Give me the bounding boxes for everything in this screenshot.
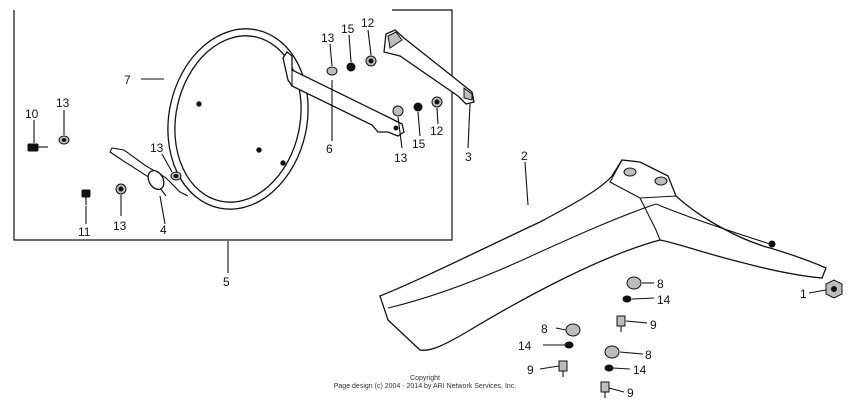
nut-13-clip bbox=[170, 171, 182, 181]
bolt-9-upper bbox=[616, 315, 626, 332]
washer-13-left bbox=[58, 135, 70, 145]
leader-lines bbox=[33, 29, 827, 393]
washer-14-lower bbox=[604, 364, 614, 372]
washer-14-upper bbox=[622, 295, 632, 303]
grommet-8-upper bbox=[626, 276, 642, 290]
grommet-8-middle bbox=[565, 323, 581, 337]
bolt-9-middle bbox=[558, 360, 568, 377]
callout-8-lower: 8 bbox=[645, 348, 652, 362]
callout-9-lower: 9 bbox=[627, 386, 634, 400]
bolt-9-lower bbox=[600, 381, 610, 398]
callout-2: 2 bbox=[521, 149, 528, 163]
callout-14-upper: 14 bbox=[657, 293, 671, 307]
callout-14-middle: 14 bbox=[518, 339, 532, 353]
callout-13-mid: 13 bbox=[394, 151, 408, 165]
grommet-8-lower bbox=[604, 345, 620, 359]
callout-8-middle: 8 bbox=[541, 322, 548, 336]
callout-15-mid: 15 bbox=[412, 137, 426, 151]
callout-12-upper: 12 bbox=[361, 16, 375, 30]
callout-13-left: 13 bbox=[56, 96, 70, 110]
bolt-10 bbox=[27, 143, 48, 152]
callout-4: 4 bbox=[160, 223, 167, 237]
front-fender bbox=[379, 159, 827, 351]
fender-nut-1 bbox=[825, 279, 843, 299]
spring-clip bbox=[109, 147, 189, 197]
subassembly-box bbox=[13, 9, 453, 241]
callout-7: 7 bbox=[124, 73, 131, 87]
copyright-line-2: Page design (c) 2004 - 2014 by ARI Netwo… bbox=[334, 383, 517, 390]
upper-bracket bbox=[383, 29, 475, 105]
callout-1: 1 bbox=[800, 287, 807, 301]
copyright-line-1: Copyright bbox=[410, 375, 440, 382]
callout-6: 6 bbox=[326, 142, 333, 156]
callout-13-upper: 13 bbox=[321, 31, 335, 45]
callout-12-mid: 12 bbox=[430, 124, 444, 138]
lower-hardware bbox=[392, 96, 443, 117]
callout-8-upper: 8 bbox=[657, 277, 664, 291]
washer-14-middle bbox=[564, 341, 574, 349]
washer-13-lower bbox=[115, 183, 127, 195]
callout-11: 11 bbox=[78, 225, 91, 239]
callout-3: 3 bbox=[465, 150, 472, 164]
callout-5: 5 bbox=[223, 275, 230, 289]
callout-9-upper: 9 bbox=[650, 318, 657, 332]
callout-15-upper: 15 bbox=[341, 22, 355, 36]
number-plate bbox=[167, 28, 309, 210]
bolt-11 bbox=[81, 189, 91, 205]
callout-13-lower: 13 bbox=[113, 219, 127, 233]
upper-hardware bbox=[326, 55, 377, 76]
callout-13-clip: 13 bbox=[150, 141, 164, 155]
callout-10: 10 bbox=[25, 107, 39, 121]
callout-9-middle: 9 bbox=[527, 363, 534, 377]
callout-14-lower: 14 bbox=[633, 363, 647, 377]
plate-stay bbox=[282, 51, 405, 137]
